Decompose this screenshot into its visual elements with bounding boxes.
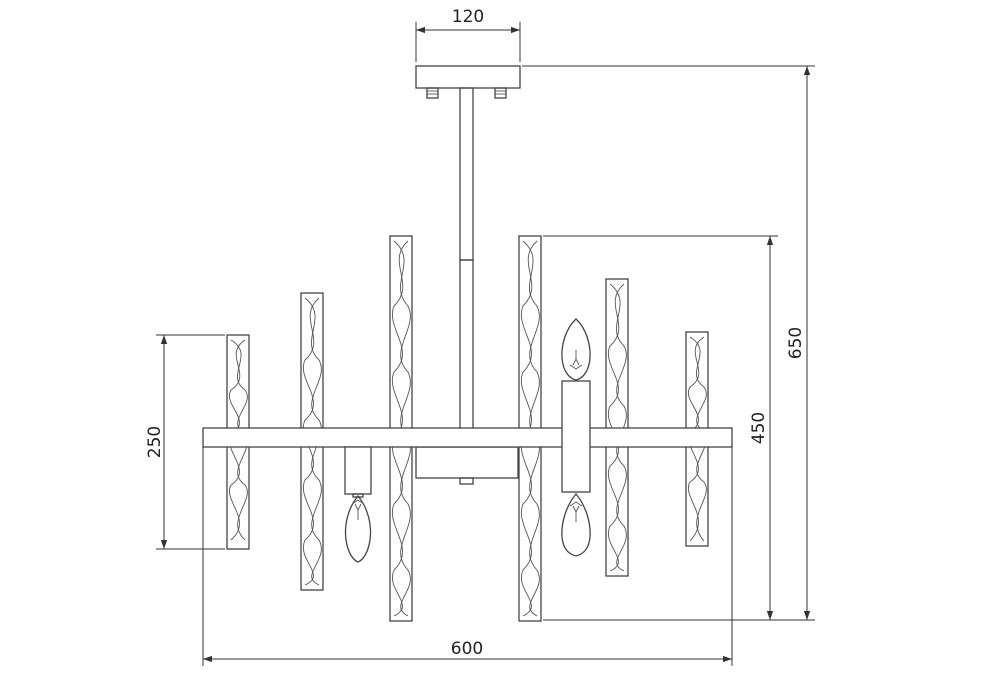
bulb-icon (344, 494, 372, 563)
suspension-rod (459, 87, 474, 431)
central-hub (415, 446, 519, 485)
dimension-canopy-width: 120 (415, 7, 521, 62)
canopy-screw-left (426, 87, 439, 99)
dimension-label: 120 (452, 7, 484, 27)
dimension-label: 450 (749, 412, 769, 444)
dimension-label: 250 (145, 426, 165, 458)
dimension-crystal-height: 250 (145, 334, 225, 550)
dimension-label: 650 (786, 327, 806, 359)
bulb-icon (561, 492, 591, 557)
ceiling-canopy (415, 65, 521, 99)
dimension-body-height: 450 (543, 235, 778, 620)
dimension-label: 600 (451, 639, 483, 659)
dimension-total-width: 600 (202, 447, 733, 666)
crystal-tubes (226, 235, 709, 622)
bulb-icon (561, 318, 591, 381)
canopy-screw-right (494, 87, 507, 99)
horizontal-bar (202, 427, 733, 448)
lamp-holder-left (344, 446, 372, 563)
lamp-holder-right (561, 318, 591, 557)
